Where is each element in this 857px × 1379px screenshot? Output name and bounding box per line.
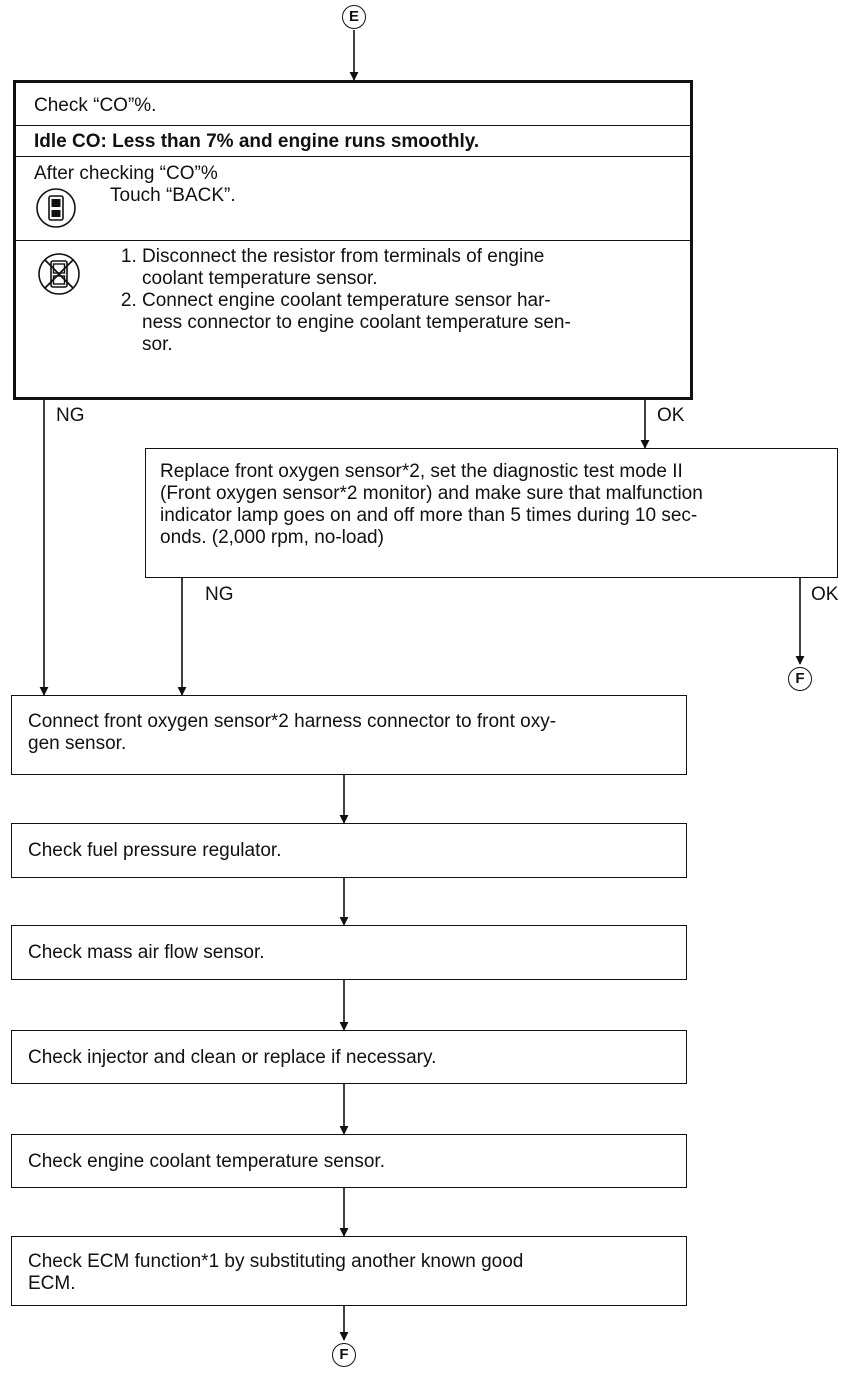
ok-label: OK [811, 584, 839, 605]
no-tester-icon [35, 251, 83, 297]
step-check-fuel-pressure-regulator: Check fuel pressure regulator. [11, 823, 687, 878]
ng-label: NG [56, 405, 85, 426]
idle-co-spec: Idle CO: Less than 7% and engine runs sm… [34, 131, 480, 152]
connector-e-top: E [342, 5, 366, 29]
step-check-ecm-function: Check ECM function*1 by substituting ano… [11, 1236, 687, 1306]
procedure-step: Disconnect the resistor from terminals o… [142, 246, 672, 290]
replace-oxygen-sensor-text: Replace front oxygen sensor*2, set the d… [160, 461, 703, 548]
step-text: Check fuel pressure regulator. [28, 840, 282, 861]
check-co-text: Check “CO”%. [34, 95, 157, 116]
touch-back-text: Touch “BACK”. [110, 185, 236, 206]
divider [16, 240, 690, 241]
connector-f-bottom: F [332, 1343, 356, 1367]
step-connect-harness: Connect front oxygen sensor*2 harness co… [11, 695, 687, 775]
procedure-step: Connect engine coolant temperature senso… [142, 290, 672, 356]
replace-oxygen-sensor-box: Replace front oxygen sensor*2, set the d… [145, 448, 838, 578]
step-text: Check injector and clean or replace if n… [28, 1047, 437, 1068]
ng-label: NG [205, 584, 234, 605]
step-text: Check engine coolant temperature sensor. [28, 1151, 385, 1172]
procedure-list: Disconnect the resistor from terminals o… [108, 246, 672, 356]
step-text: Check mass air flow sensor. [28, 942, 265, 963]
step-check-mass-air-flow-sensor: Check mass air flow sensor. [11, 925, 687, 980]
divider [16, 156, 690, 157]
connector-f-right: F [788, 667, 812, 691]
consult-tester-icon [35, 187, 77, 229]
step-text: Check ECM function*1 by substituting ano… [28, 1251, 524, 1294]
step-check-coolant-temp-sensor: Check engine coolant temperature sensor. [11, 1134, 687, 1188]
ok-label: OK [657, 405, 685, 426]
divider [16, 125, 690, 126]
co-check-block: Check “CO”%. Idle CO: Less than 7% and e… [13, 80, 693, 400]
step-check-injector: Check injector and clean or replace if n… [11, 1030, 687, 1084]
after-checking-text: After checking “CO”% [34, 163, 218, 184]
step-text: Connect front oxygen sensor*2 harness co… [28, 711, 557, 754]
